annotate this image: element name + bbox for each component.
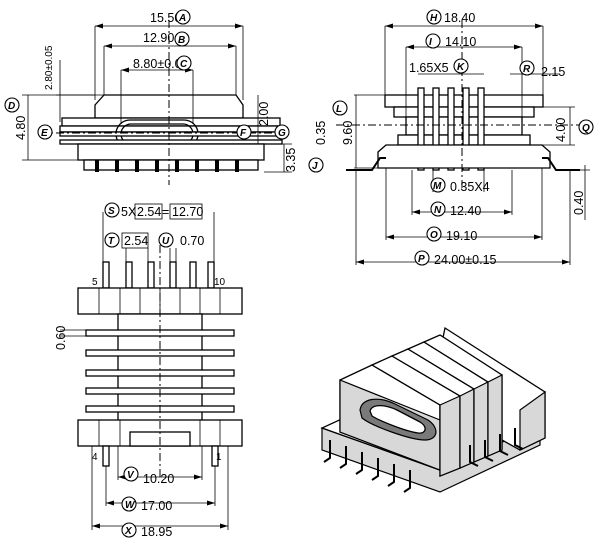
- dim-b-value: 12.90: [143, 31, 174, 45]
- dim-x-label: X: [124, 526, 133, 537]
- isometric-fins: [370, 334, 503, 477]
- dim-p-label: P: [418, 254, 425, 265]
- front-view: 15.50 A 12.90 B 8.80±0.05 C 2.80±0.05 4.…: [4, 9, 298, 185]
- dim-o-label: O: [430, 230, 438, 241]
- dim-u-value: 0.70: [180, 234, 204, 248]
- dim-c-value: 8.80±0.05: [133, 57, 189, 71]
- isometric-view: [320, 326, 546, 493]
- dim-r-label: R: [523, 64, 531, 75]
- dim-s-dash: =: [162, 205, 169, 219]
- dim-w-value: 17.00: [141, 499, 172, 513]
- pin-1-label: 1: [216, 452, 222, 463]
- dim-j-label: J: [312, 161, 318, 172]
- isometric-front-pins: [323, 440, 411, 493]
- dim-060: 0.60: [54, 326, 68, 350]
- side-view: H 18.40 I 14.10 1.65X5 K R 2.15 L 9.60 0…: [308, 9, 594, 267]
- front-view-base-slots: [83, 159, 259, 172]
- dim-a-label: A: [178, 13, 186, 24]
- pin-5-label: 5: [92, 277, 98, 288]
- dim-040: 0.40: [572, 191, 586, 215]
- dim-x-value: 18.95: [141, 525, 172, 539]
- dim-q-label: Q: [582, 123, 590, 134]
- pin-4-label: 4: [92, 452, 98, 463]
- side-view-pins: [417, 87, 485, 171]
- isometric-right-pins: [469, 428, 524, 467]
- dim-o-value: 19.10: [446, 229, 477, 243]
- dim-r-value: 2.15: [541, 65, 565, 79]
- dim-i-label: I: [429, 37, 432, 48]
- dim-k-value: 1.65X5: [409, 61, 449, 75]
- dim-c-label: C: [180, 59, 188, 70]
- dim-d-value: 4.80: [14, 116, 28, 140]
- dim-l-label: L: [336, 104, 342, 115]
- dim-280: 2.80±0.05: [44, 45, 55, 90]
- dim-k-label: K: [457, 62, 465, 73]
- dim-m-value: 0.35X4: [450, 180, 490, 194]
- dim-v-value: 10.20: [143, 472, 174, 486]
- dim-e-label: E: [41, 128, 48, 139]
- dim-w-label: W: [125, 500, 136, 511]
- dim-s-box-a: 2.54: [137, 205, 161, 219]
- dim-j-value: 0.35: [314, 121, 328, 145]
- dim-d-label: D: [8, 101, 15, 112]
- dim-200: 2.00: [257, 102, 271, 126]
- dim-f-label: F: [240, 128, 247, 139]
- dim-g-label: G: [278, 128, 286, 139]
- dim-b-label: B: [178, 35, 185, 46]
- dim-s-box-b: 12.70: [172, 205, 203, 219]
- dim-t-label: T: [108, 236, 115, 247]
- dim-u-label: U: [162, 236, 170, 247]
- pin-view-top-pins: [102, 261, 215, 289]
- dim-n-value: 12.40: [450, 204, 481, 218]
- dim-s-label: S: [108, 206, 115, 217]
- dim-335: 3.35: [284, 148, 298, 172]
- dim-h-label: H: [430, 13, 438, 24]
- dim-q-value: 4.00: [554, 118, 568, 142]
- dim-n-label: N: [434, 205, 442, 216]
- dim-l-value: 9.60: [341, 121, 355, 145]
- dim-t-box: 2.54: [124, 234, 148, 248]
- dim-v-label: V: [127, 470, 135, 481]
- pin-view: 5 10 4 1: [54, 202, 243, 539]
- pin-10-label: 10: [214, 277, 226, 288]
- dim-p-value: 24.00±0.15: [434, 253, 497, 267]
- dim-m-label: M: [433, 181, 442, 192]
- dim-h-value: 18.40: [444, 11, 475, 25]
- dim-i-value: 14.10: [445, 35, 476, 49]
- dim-s-prefix: 5X: [121, 205, 137, 219]
- dim-a-value: 15.50: [150, 11, 181, 25]
